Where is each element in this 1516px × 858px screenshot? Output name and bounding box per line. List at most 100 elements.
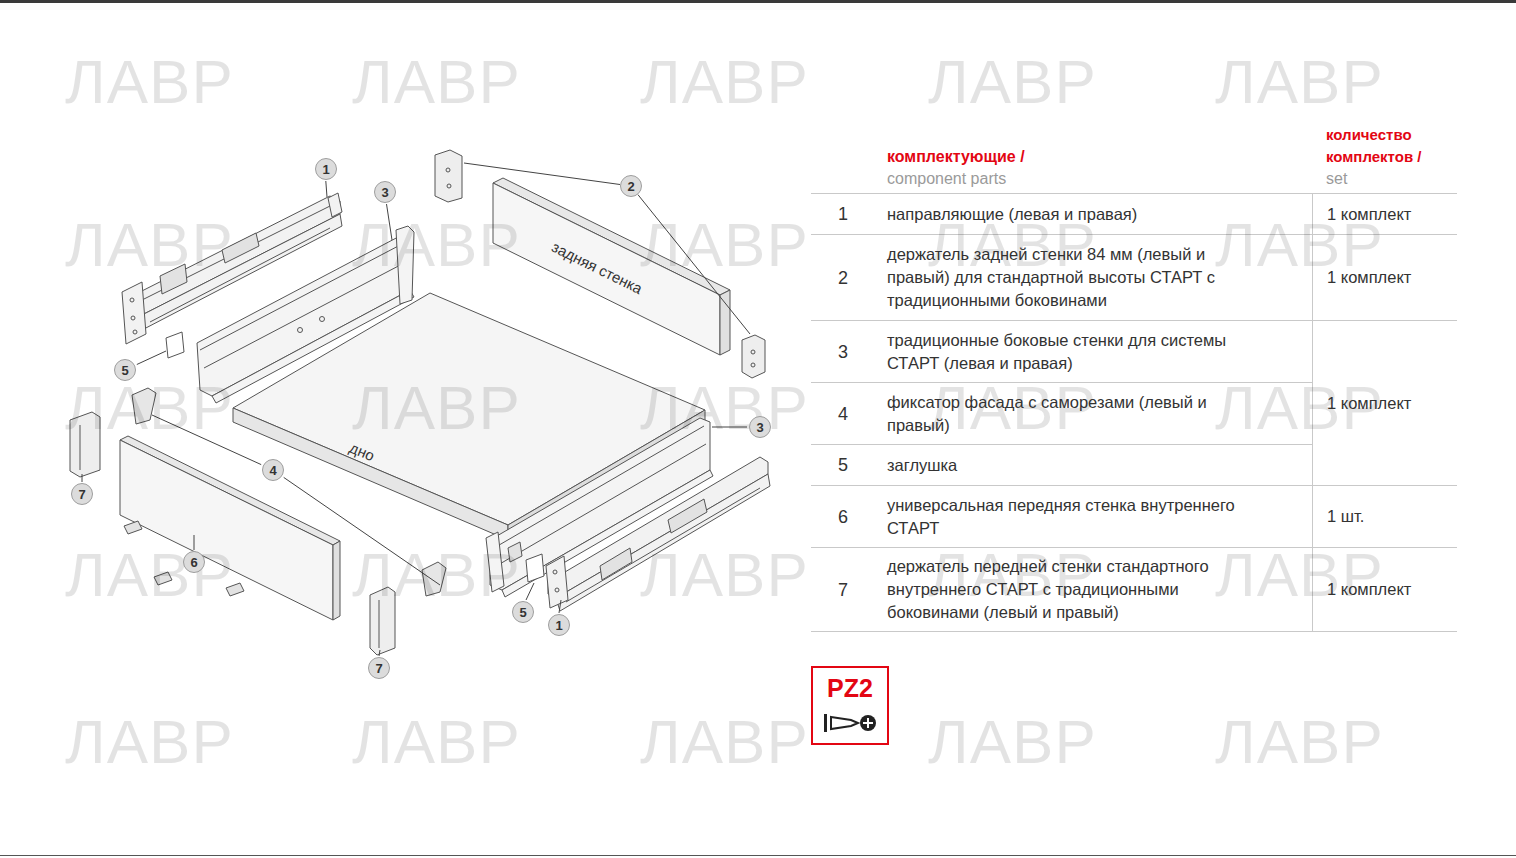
watermark-holder: ЛАВР (352, 539, 521, 611)
table-text: 1 комплект (1327, 266, 1457, 289)
table-text: component parts (887, 168, 1312, 190)
callout-number: 3 (381, 185, 388, 200)
table-cell: универсальная передняя стенка внутреннег… (875, 485, 1312, 547)
part-label: задняя стенка (549, 238, 645, 298)
callout-number: 1 (555, 618, 562, 633)
watermark-holder: ЛАВР (640, 209, 809, 281)
watermark: ЛАВР (65, 372, 234, 444)
callout-circle: 1 (315, 158, 337, 180)
part-label: дно (347, 439, 377, 465)
table-text: 3 (838, 340, 848, 364)
watermark-holder: ЛАВР (928, 46, 1097, 118)
callout-circle: 7 (71, 483, 93, 505)
table-cell: 7 (811, 547, 875, 632)
table-text: заглушка (887, 454, 1247, 477)
watermark: ЛАВР (65, 46, 234, 118)
table-cell: держатель задней стенки 84 мм (левый и п… (875, 234, 1312, 320)
watermark: ЛАВР (65, 209, 234, 281)
table-text: 1 комплект (1327, 203, 1457, 226)
watermark: ЛАВР (352, 46, 521, 118)
table-text: 4 (838, 402, 848, 426)
table-text: set (1326, 168, 1457, 190)
callout-circle: 2 (620, 175, 642, 197)
watermark: ЛАВР (640, 209, 809, 281)
table-text: 5 (838, 453, 848, 477)
watermark: ЛАВР (352, 209, 521, 281)
watermark: ЛАВР (928, 46, 1097, 118)
callout-number: 7 (78, 487, 85, 502)
table-cell: комплектующие /component parts (875, 120, 1312, 193)
watermark-holder: ЛАВР (1215, 46, 1384, 118)
table-cell: 5 (811, 444, 875, 485)
watermark: ЛАВР (640, 706, 809, 778)
callout-circle: 3 (374, 181, 396, 203)
table-text: 2 (838, 266, 848, 290)
watermark-holder: ЛАВР (928, 706, 1097, 778)
table-cell: 1 (811, 193, 875, 234)
callout-circle: 6 (183, 551, 205, 573)
bottom-rule (0, 855, 1516, 856)
table-cell: 6 (811, 485, 875, 547)
callout-circle: 5 (114, 359, 136, 381)
callout-circle: 7 (368, 657, 390, 679)
table-text: 7 (838, 578, 848, 602)
table-cell: фиксатор фасада с саморезами (левый и пр… (875, 382, 1312, 444)
table-text: 6 (838, 505, 848, 529)
table-cell: 1 шт. (1312, 485, 1457, 547)
table-text: фиксатор фасада с саморезами (левый и пр… (887, 391, 1247, 437)
watermark-holder: ЛАВР (65, 372, 234, 444)
watermark-holder: ЛАВР (1215, 539, 1384, 611)
watermark: ЛАВР (352, 706, 521, 778)
tool-label: PZ2 (827, 673, 873, 703)
top-bar (0, 0, 1516, 3)
table-cell: заглушка (875, 444, 1312, 485)
table-text: направляющие (левая и правая) (887, 203, 1247, 226)
callout-circle: 4 (262, 459, 284, 481)
watermark-holder: ЛАВР (65, 539, 234, 611)
callout-number: 5 (121, 363, 128, 378)
table-cell: 2 (811, 234, 875, 320)
table-text: держатель передней стенки стандартного в… (887, 555, 1247, 624)
table-cell: 4 (811, 382, 875, 444)
watermark: ЛАВР (640, 372, 809, 444)
table-text: комплектующие / (887, 146, 1312, 168)
watermark-holder: ЛАВР (65, 46, 234, 118)
table-text: 1 комплект (1327, 578, 1457, 601)
watermark-holder: ЛАВР (640, 706, 809, 778)
watermark: ЛАВР (65, 706, 234, 778)
callout-number: 4 (269, 463, 276, 478)
callout-number: 6 (190, 555, 197, 570)
callout-number: 5 (519, 605, 526, 620)
table-text: 1 шт. (1327, 505, 1457, 528)
callout-number: 3 (756, 420, 763, 435)
table-cell: держатель передней стенки стандартного в… (875, 547, 1312, 632)
watermark-holder: ЛАВР (65, 706, 234, 778)
watermark-holder: ЛАВР (352, 46, 521, 118)
watermark: ЛАВР (640, 539, 809, 611)
callout-circle: 3 (749, 416, 771, 438)
table-text: держатель задней стенки 84 мм (левый и п… (887, 243, 1247, 312)
watermark: ЛАВР (640, 46, 809, 118)
watermark: ЛАВР (1215, 706, 1384, 778)
table-cell: количество комплектов /set (1312, 120, 1457, 193)
watermark-holder: ЛАВР (1215, 706, 1384, 778)
tool-icon-box: PZ2 (811, 666, 889, 745)
table-cell: традиционные боковые стенки для системы … (875, 320, 1312, 382)
callout-circle: 5 (512, 601, 534, 623)
watermark: ЛАВР (352, 539, 521, 611)
screwdriver-icon (821, 711, 879, 735)
table-text: 1 комплект (1327, 392, 1457, 415)
table-cell: 1 комплект (1312, 320, 1457, 485)
callout-number: 2 (627, 179, 634, 194)
watermark-holder: ЛАВР (640, 539, 809, 611)
watermark-holder: ЛАВР (352, 372, 521, 444)
table-cell: 3 (811, 320, 875, 382)
watermark-holder: ЛАВР (640, 372, 809, 444)
watermark: ЛАВР (928, 706, 1097, 778)
table-text: универсальная передняя стенка внутреннег… (887, 494, 1247, 540)
watermark-holder: ЛАВР (640, 46, 809, 118)
callout-number: 1 (322, 162, 329, 177)
watermark-holder: ЛАВР (352, 209, 521, 281)
watermark: ЛАВР (65, 539, 234, 611)
watermark: ЛАВР (1215, 46, 1384, 118)
